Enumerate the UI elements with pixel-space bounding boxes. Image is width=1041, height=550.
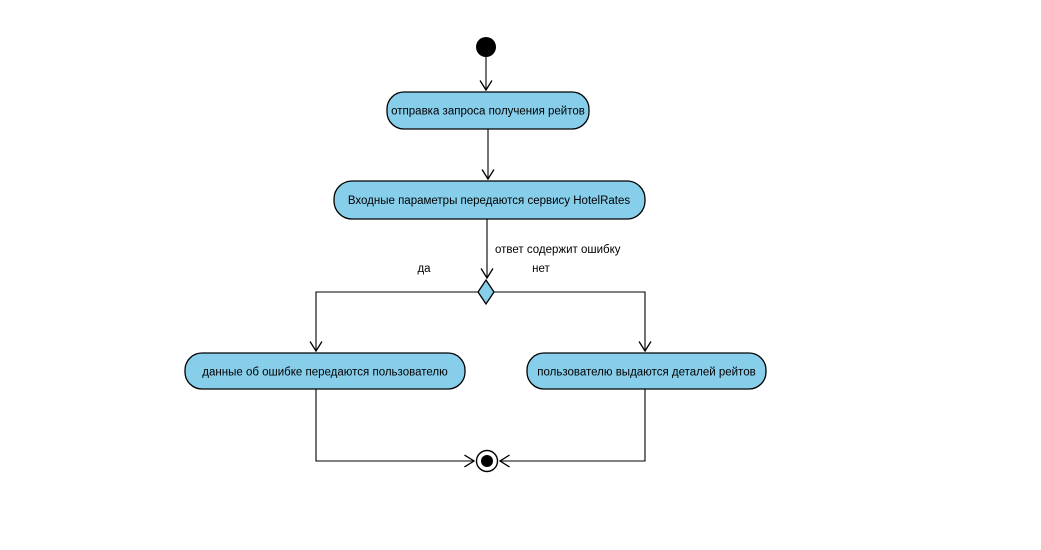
final-node [475,449,499,473]
activity-error-to-user [184,352,466,390]
activity-rates-details [526,352,767,390]
edge-decision-to-error [309,291,478,353]
edge-label-no: нет [532,263,550,275]
activity-rates-details-label: пользователю выдаются деталей рейтов [537,367,755,379]
activity-send-request-label: отправка запроса получения рейтов [391,106,585,118]
activity-pass-params [333,180,646,220]
edge-error-to-final [315,389,476,468]
decision-node [477,278,495,306]
activity-error-to-user-label: данные об ошибке передаются пользователю [202,367,448,379]
edge-details-to-final [498,389,646,468]
edge-label-condition: ответ содержит ошибку [495,244,621,256]
activity-pass-params-label: Входные параметры передаются сервису Hot… [348,195,631,207]
edge-label-yes: да [417,263,431,275]
initial-node [476,37,496,57]
edge-decision-to-details [494,291,652,353]
